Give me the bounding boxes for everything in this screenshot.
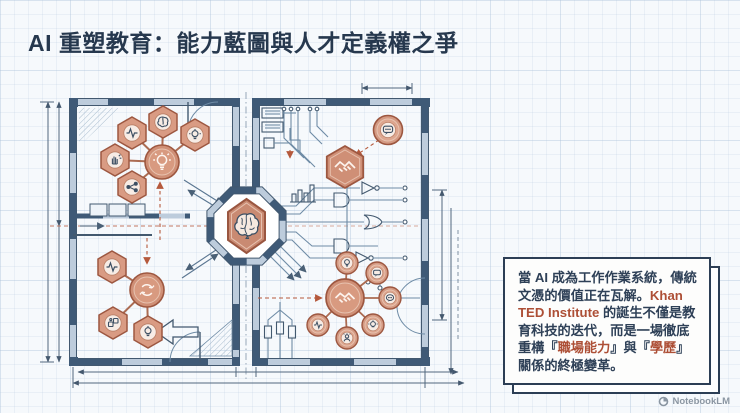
upper-right-nodes [325,114,404,190]
cycle-arrows-icon [139,284,155,296]
chat-bubble-icon [373,269,381,277]
callout-segment: 當 AI 成為工作作業系統，傳統文憑的價值正在瓦解。 [518,270,697,303]
interior-walls [73,101,426,363]
pulse-icon [106,261,118,273]
callout-highlight: 職場能力 [557,340,611,356]
pulse-icon [126,127,138,139]
hatch-triangle [188,319,233,357]
callout-segment: 』與『 [610,340,650,356]
left-arrow-symbol [154,318,199,346]
pulse-node [97,250,127,284]
dimension-lines [40,83,465,388]
circuit-traces [258,106,420,358]
bulb-node [361,313,385,337]
watermark: NotebookLM [658,396,730,407]
chat-dots-node [378,286,402,310]
brain-node [148,105,178,139]
lightbulb-icon [344,259,350,267]
handshake-hexagon [325,144,365,190]
pulse-icon [314,320,322,330]
hand-icon [111,154,122,165]
right-room-walls [252,98,430,366]
notebooklm-logo-icon [659,396,669,407]
lightbulb-icon [144,326,152,337]
hand-node [100,143,130,177]
callout-highlight: 學歷 [649,340,677,356]
lower-right-cluster [306,251,402,350]
puzzle-node [98,306,128,340]
left-room-walls [69,98,240,366]
bulb-node [180,118,210,152]
pulse-node [117,116,147,150]
chat-square-node [365,261,389,285]
callout-text: 當 AI 成為工作作業系統，傳統文憑的價值正在瓦解。Khan TED Insti… [503,257,711,386]
page-title: AI 重塑教育：能力藍圖與人才定義權之爭 [28,30,459,56]
hatch-corner [79,108,120,146]
chat-dots-icon [385,294,395,302]
person-idea-icon [343,333,351,342]
callout-segment: 』關係的終極變革。 [518,340,690,373]
upper-left-cluster [100,105,210,204]
person-idea-node [335,326,359,350]
share-network-icon [126,181,138,193]
handshake-icon [334,292,356,303]
chat-node [372,114,404,146]
brain-icon [234,213,260,239]
lightbulb-icon [368,320,378,328]
lightbulb-icon [189,129,201,140]
bulb-node [133,315,163,349]
share-node [117,170,147,204]
puzzle-icon [107,317,119,328]
callout-segment: 的誕生不僅是教育科技的迭代，而是一場徹底重構『 [518,305,696,356]
blueprint-diagram [40,83,465,388]
brain-icon [157,116,169,128]
lower-left-cluster [97,250,165,349]
bulb-node [335,251,359,275]
callout-box: 當 AI 成為工作作業系統，傳統文憑的價值正在瓦解。Khan TED Insti… [503,257,720,394]
handshake-icon [334,160,356,173]
pulse-node [306,313,330,337]
callout-highlight: Khan TED Institute [518,287,683,321]
watermark-label: NotebookLM [672,396,730,407]
center-badge [206,186,287,266]
lightbulb-icon [153,152,171,170]
